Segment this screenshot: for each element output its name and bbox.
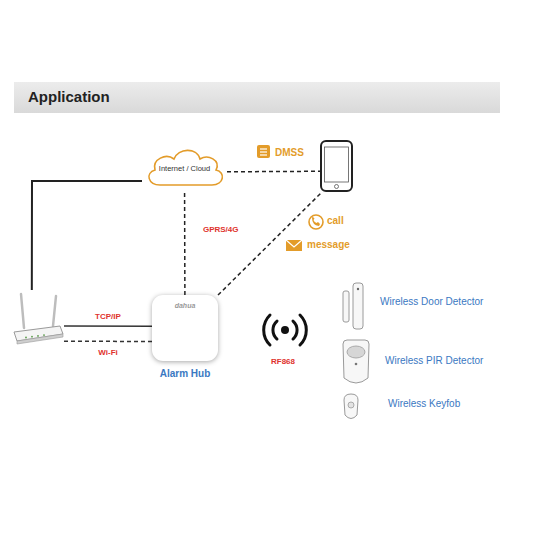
envelope-body	[286, 240, 302, 251]
keyfob-drawing	[344, 394, 358, 419]
pir-body	[343, 340, 369, 383]
door-detector-drawing	[343, 283, 363, 329]
alarm-hub: dahuaAlarm Hub	[152, 295, 218, 361]
app-icon	[257, 145, 270, 158]
internet-link	[32, 181, 142, 290]
app-icon-line	[260, 151, 267, 152]
device-label: Wireless PIR Detector	[385, 355, 483, 366]
call-sms-link	[218, 192, 322, 295]
app-link	[227, 171, 320, 173]
wireless-symbol	[264, 315, 307, 345]
app-icon-body	[257, 145, 270, 158]
router-antenna	[53, 296, 56, 326]
pir-led	[355, 363, 358, 366]
hub-label: Alarm Hub	[132, 368, 238, 379]
call-icon-handset	[312, 217, 320, 227]
detector-magnet	[343, 291, 349, 322]
pir-detector-drawing	[343, 340, 369, 383]
cloud-node: Internet / Cloud	[142, 145, 227, 190]
connector-label: DMSS	[275, 146, 304, 157]
envelope-flap	[286, 240, 302, 247]
wireless-arc	[300, 315, 306, 345]
brand-logo: dahua	[152, 302, 218, 309]
router-led	[25, 337, 27, 339]
wireless-arc	[273, 321, 277, 339]
message-label: message	[307, 239, 350, 250]
router-led	[37, 335, 39, 337]
wifi-link	[64, 340, 152, 342]
radio-band-label: RF868	[271, 357, 295, 366]
call-icon	[309, 215, 323, 229]
connector-label: GPRS/4G	[203, 224, 239, 233]
connector-label: TCP/IP	[95, 312, 121, 321]
phone-button	[335, 185, 339, 189]
router-led	[31, 336, 33, 338]
detector-led	[357, 288, 359, 290]
phone-screen	[325, 147, 349, 182]
phone-body	[321, 141, 352, 191]
keyfob-button	[348, 402, 354, 408]
cellular-link	[184, 190, 186, 295]
phone-node	[320, 140, 353, 192]
phone-outline	[320, 140, 353, 192]
wireless-arc	[293, 321, 297, 339]
app-icon-line	[260, 154, 267, 155]
call-label: call	[327, 215, 344, 226]
page-title: Application	[28, 88, 110, 105]
router-led	[43, 334, 45, 336]
keyfob-body	[344, 394, 358, 419]
router-node	[12, 290, 64, 350]
message-icon	[286, 240, 302, 251]
detector-body	[353, 283, 363, 329]
router-antenna	[21, 294, 24, 328]
ethernet-link	[64, 325, 152, 327]
call-icon-ring	[309, 215, 323, 229]
router-outline	[12, 290, 64, 350]
header-band	[14, 82, 500, 113]
router-front	[17, 334, 63, 344]
wireless-arc	[264, 315, 270, 345]
cloud-label: Internet / Cloud	[142, 164, 227, 173]
device-label: Wireless Keyfob	[388, 398, 460, 409]
app-icon-line	[260, 148, 267, 149]
wireless-dot	[281, 326, 289, 334]
connector-label: Wi-Fi	[98, 348, 117, 357]
device-label: Wireless Door Detector	[380, 296, 483, 307]
pir-lens	[347, 346, 365, 358]
